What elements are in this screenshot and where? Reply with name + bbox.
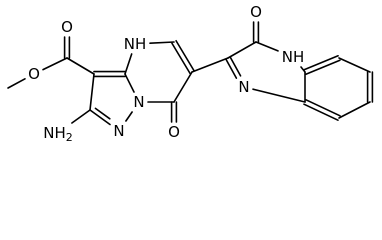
atom-label-n1: N xyxy=(113,122,124,140)
bond-b1-b2-second xyxy=(303,54,339,71)
bond-c5-c6-second xyxy=(175,39,195,72)
bond-c2-nh2 xyxy=(71,109,91,124)
atom-label-nh2: NH2 xyxy=(43,124,73,144)
bond-n1-c2-inner xyxy=(94,107,111,120)
bond-b5-b6-second xyxy=(303,103,339,121)
bond-b1-b2 xyxy=(305,59,341,76)
bond-q3-nh5 xyxy=(255,41,279,52)
bond-b6-n1q xyxy=(252,88,306,103)
bond-layer xyxy=(7,21,374,126)
bond-c6-q2 xyxy=(191,57,229,73)
bond-n1q-q2 xyxy=(229,56,242,77)
atom-label-oe: O xyxy=(28,65,40,83)
bond-nh4-c5 xyxy=(149,41,175,45)
bond-b4-b5 xyxy=(338,101,371,119)
atom-label-oc: O xyxy=(61,18,73,36)
atom-label-o7: O xyxy=(168,123,180,141)
bond-n1q-q2-second xyxy=(225,58,238,79)
atom-label-nh4: NH xyxy=(124,35,147,53)
bond-n8-n1 xyxy=(125,111,133,122)
bond-n1-c2 xyxy=(89,109,111,126)
bond-nh5-b1 xyxy=(300,66,306,73)
bond-b5-b6 xyxy=(305,99,341,117)
bond-c5-c6 xyxy=(171,42,191,75)
bond-cc-c3 xyxy=(66,57,95,75)
bond-c2-c3 xyxy=(89,73,95,111)
bond-oe-cc xyxy=(42,57,68,71)
atom-label-o3: O xyxy=(250,3,262,21)
atom-label-nh5: NH xyxy=(282,48,305,66)
bond-c3a-nh4 xyxy=(124,53,133,75)
atom-label-n1q: N xyxy=(238,78,249,96)
bond-q2-q3 xyxy=(227,41,257,59)
bond-ch3-oe xyxy=(7,78,26,89)
atom-label-n8: N xyxy=(133,93,144,111)
bond-n8-c3a xyxy=(124,73,135,93)
bond-c6-c7 xyxy=(173,71,193,103)
bond-b2-b3 xyxy=(338,57,371,73)
